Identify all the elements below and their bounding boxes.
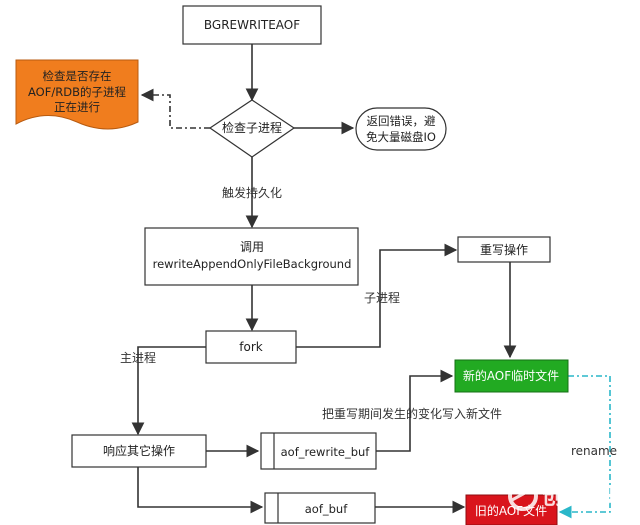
return-error-line1: 返回错误，避	[367, 114, 436, 128]
bgrewriteaof-text: BGREWRITEAOF	[204, 18, 300, 32]
aof-buf-text: aof_buf	[305, 502, 348, 516]
watermark-logo: 创新互联	[508, 481, 630, 511]
aof-rewrite-buf-text: aof_rewrite_buf	[281, 445, 371, 459]
respond-other-text: 响应其它操作	[103, 443, 175, 458]
rewrite-op-text: 重写操作	[480, 242, 528, 257]
call-text-line2: rewriteAppendOnlyFileBackground	[153, 257, 352, 271]
old-aof-text: 旧的AOF文件	[475, 503, 547, 518]
trigger-persist-label: 触发持久化	[222, 185, 282, 200]
new-aof-temp-text: 新的AOF临时文件	[463, 368, 559, 383]
rename-label: rename	[571, 444, 617, 458]
main-process-label: 主进程	[120, 350, 156, 365]
bgrewriteaof-node: BGREWRITEAOF	[182, 5, 322, 45]
rewrite-op-node: 重写操作	[457, 236, 551, 263]
write-changes-label: 把重写期间发生的变化写入新文件	[322, 406, 502, 421]
edge-rewritebuf-to-newaof	[376, 369, 454, 452]
aof-buf-node: aof_buf	[264, 492, 376, 524]
new-aof-temp-node: 新的AOF临时文件	[454, 359, 569, 393]
aof-rewrite-buf-node: aof_rewrite_buf	[260, 432, 377, 470]
edge-check-to-orange	[140, 88, 210, 129]
check-child-decision: 检查子进程	[208, 99, 296, 158]
fork-text: fork	[239, 340, 263, 354]
return-error-line2: 免大量磁盘IO	[366, 130, 436, 144]
call-text-line1: 调用	[240, 240, 264, 254]
fork-node: fork	[205, 330, 297, 364]
check-child-text: 检查子进程	[222, 120, 282, 135]
edge-fork-to-respond	[131, 346, 206, 436]
child-process-label: 子进程	[364, 290, 400, 305]
watermark-text: 创新互联	[541, 484, 630, 510]
check-existing-line3: 正在进行	[54, 100, 100, 114]
return-error-node: 返回错误，避 免大量磁盘IO	[355, 107, 447, 151]
call-rewrite-node: 调用 rewriteAppendOnlyFileBackground	[144, 227, 359, 286]
respond-other-node: 响应其它操作	[71, 434, 207, 468]
check-existing-line2: AOF/RDB的子进程	[28, 85, 126, 99]
edge-fork-to-rewrite	[296, 243, 458, 348]
check-existing-node: 检查是否存在 AOF/RDB的子进程 正在进行	[15, 59, 139, 130]
check-existing-line1: 检查是否存在	[43, 69, 112, 83]
edge-respond-to-aofbuf	[137, 467, 264, 514]
